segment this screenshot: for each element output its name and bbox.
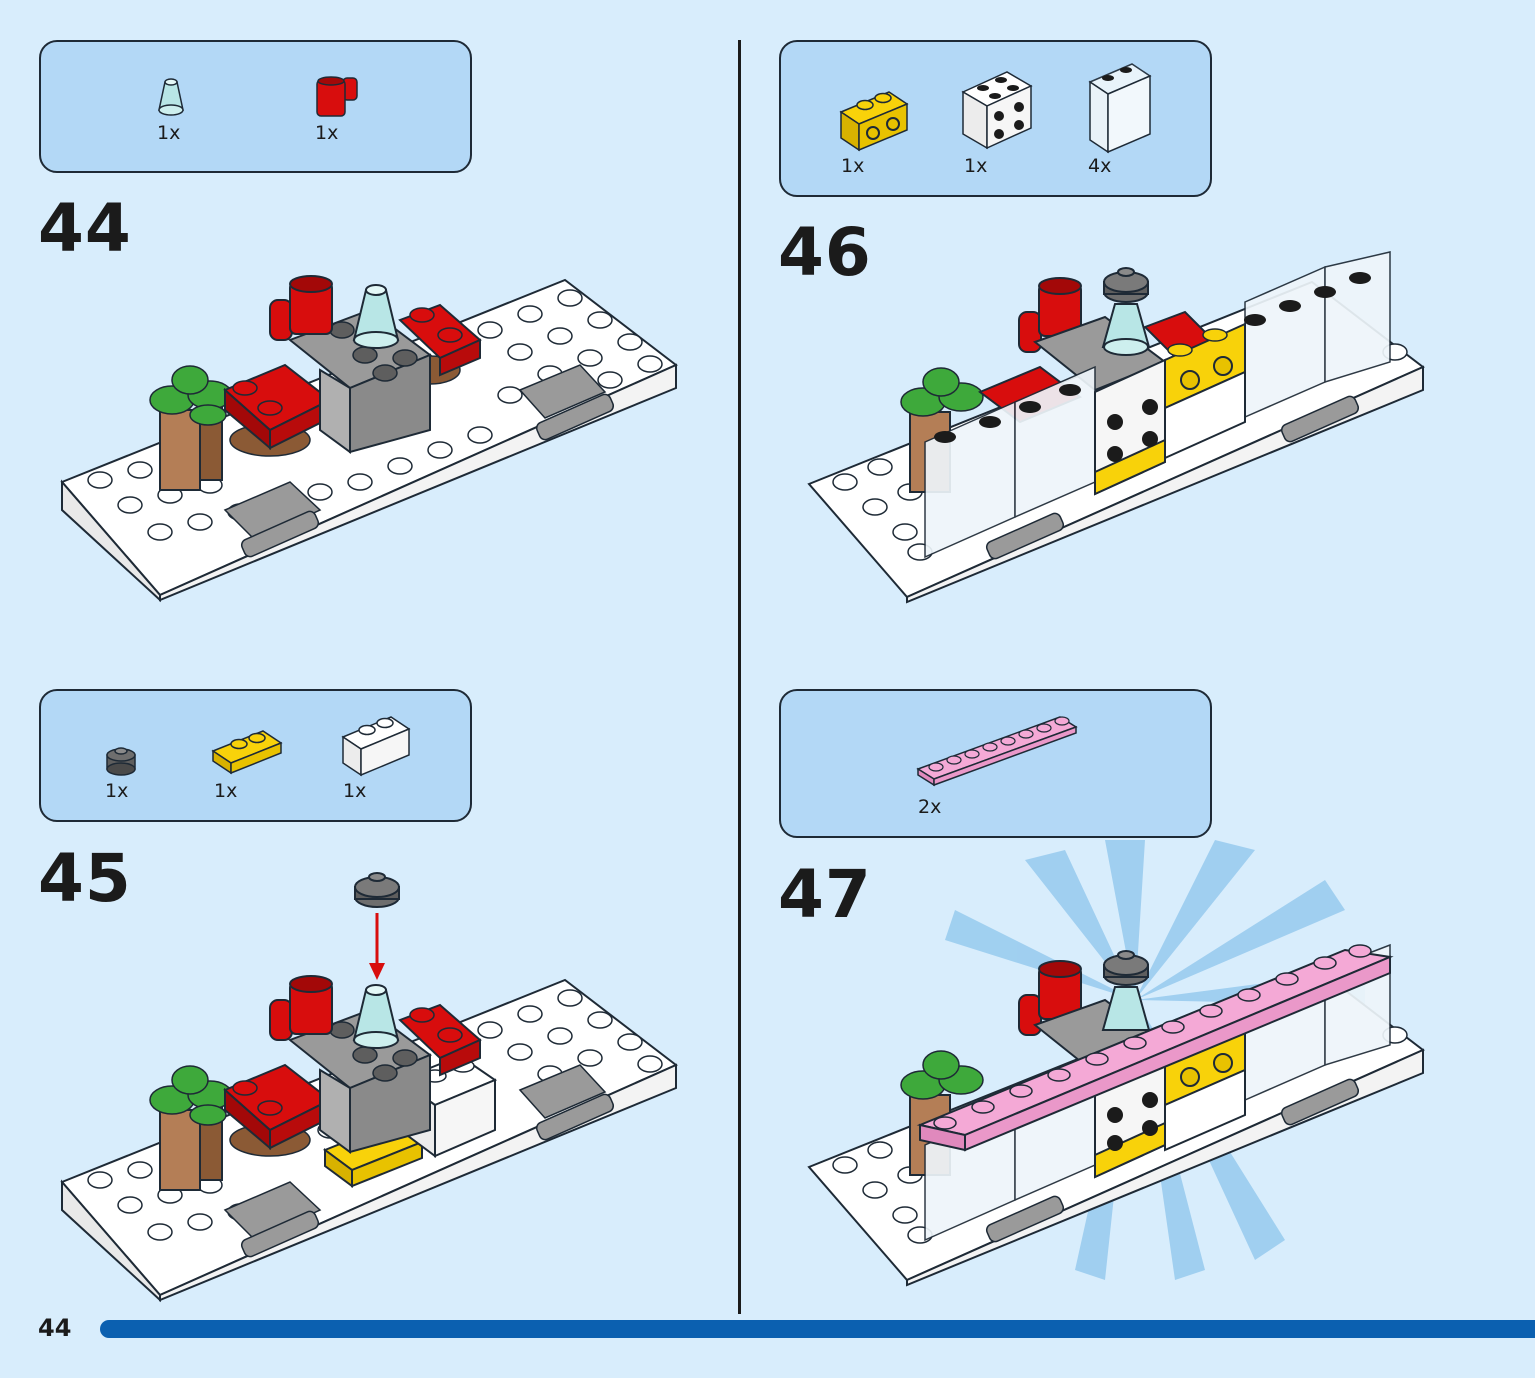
yellow-plate-1x2-icon [211, 729, 283, 775]
step-number: 47 [778, 856, 872, 933]
step-46-assembly-image [805, 251, 1430, 604]
part-qty: 4x [1088, 155, 1112, 177]
part-qty: 1x [157, 122, 181, 144]
step-45-assembly-image [60, 865, 680, 1303]
step-number: 46 [778, 214, 872, 291]
step-number: 44 [38, 190, 132, 267]
parts-callout-step-45: 1x 1x 1x [39, 689, 472, 822]
part-qty: 1x [214, 780, 238, 802]
white-brick-2x2-side-studs-icon [961, 68, 1033, 150]
progress-bar [100, 1320, 1535, 1338]
part-qty: 2x [918, 796, 942, 818]
parts-callout-step-47: 2x [779, 689, 1212, 838]
part-qty: 1x [343, 780, 367, 802]
step-47-assembly-image [805, 840, 1430, 1300]
part-qty: 1x [315, 122, 339, 144]
column-divider [738, 40, 741, 1314]
pink-plate-1x8-icon [916, 713, 1078, 787]
step-number: 45 [38, 840, 132, 917]
trans-clear-panel-icon [1086, 62, 1154, 154]
part-qty: 1x [964, 155, 988, 177]
part-qty: 1x [841, 155, 865, 177]
parts-callout-step-44: 1x 1x [39, 40, 472, 173]
trans-light-blue-cone-icon [156, 72, 186, 120]
part-qty: 1x [105, 780, 129, 802]
step-44-assembly-image [60, 270, 680, 603]
red-cup-icon [313, 72, 363, 122]
page-number: 44 [38, 1314, 72, 1342]
parts-callout-step-46: 1x 1x 4x [779, 40, 1212, 197]
dark-gray-round-plate-icon [104, 743, 138, 777]
yellow-technic-brick-1x2-icon [839, 88, 909, 152]
white-brick-1x2-icon [341, 713, 411, 777]
